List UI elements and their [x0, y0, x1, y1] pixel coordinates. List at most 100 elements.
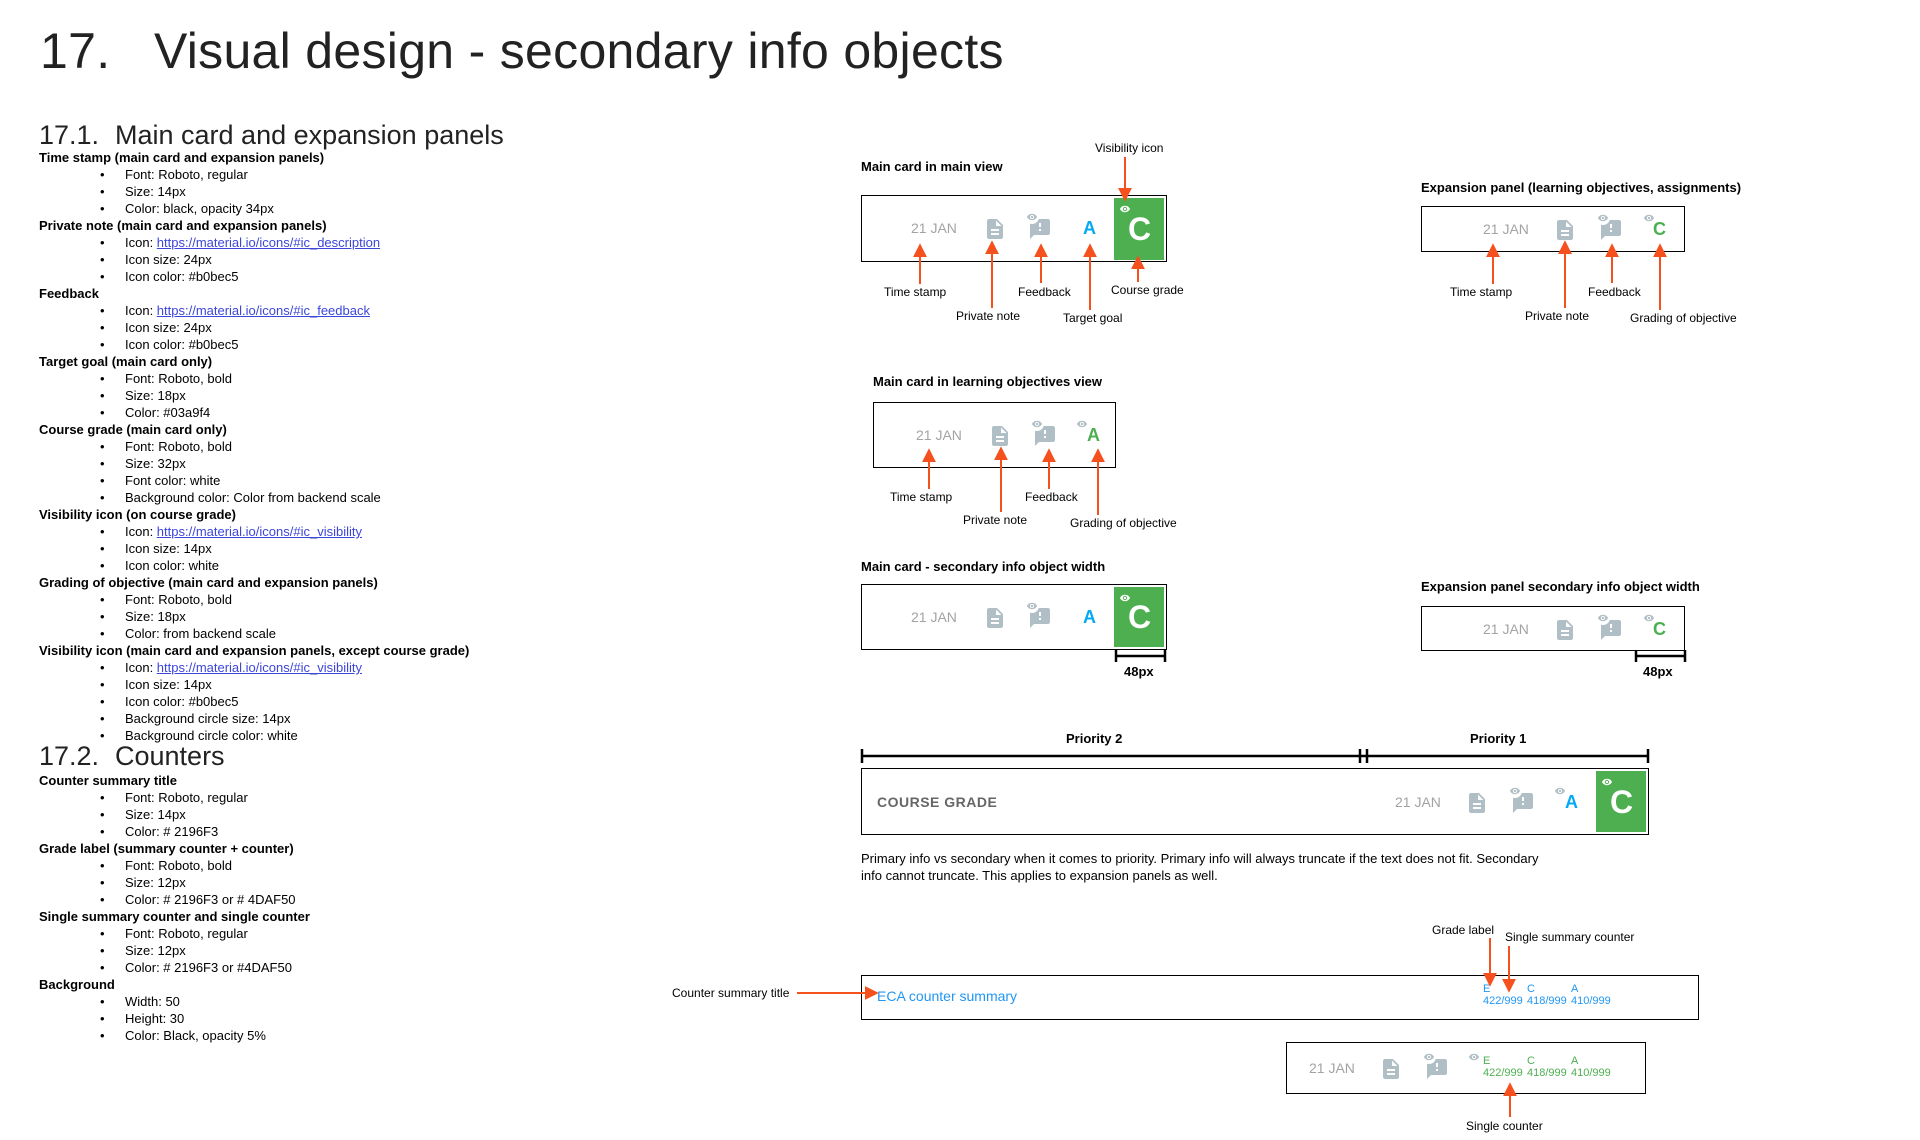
spec-heading: Time stamp (main card and expansion pane… — [39, 150, 325, 165]
expansion-panel-card: 21 JAN C — [1421, 206, 1685, 252]
priority-note-line: info cannot truncate. This applies to ex… — [861, 868, 1218, 883]
label-private-note: Private note — [963, 513, 1028, 527]
private-note-icon — [983, 606, 1007, 630]
spec-item: Color: # 2196F3 or #4DAF50 — [100, 959, 310, 976]
section-title: Main card and expansion panels — [115, 120, 504, 150]
timestamp: 21 JAN — [1395, 794, 1441, 810]
course-grade-tile: C — [1596, 771, 1646, 832]
icon-link[interactable]: https://material.io/icons/#ic_feedback — [156, 303, 370, 318]
spec-list-counters: Counter summary titleFont: Roboto, regul… — [39, 772, 310, 1044]
course-grade-title: COURSE GRADE — [877, 794, 998, 810]
label-private-note: Private note — [1525, 309, 1590, 323]
spec-heading: Course grade (main card only) — [39, 422, 227, 437]
spec-item: Size: 32px — [100, 455, 469, 472]
spec-item: Font: Roboto, bold — [100, 591, 469, 608]
label-timestamp: Time stamp — [890, 490, 953, 504]
spec-item: Icon color: #b0bec5 — [100, 336, 469, 353]
spec-item: Color: #03a9f4 — [100, 404, 469, 421]
main-card-main-view: 21 JAN A C — [861, 195, 1167, 262]
grade-label: C — [1527, 983, 1535, 995]
spec-heading: Single summary counter and single counte… — [39, 909, 310, 924]
page-title-text: Visual design - secondary info objects — [154, 23, 1004, 79]
label-feedback: Feedback — [1588, 285, 1641, 299]
section-title: Counters — [115, 741, 225, 771]
spec-items: Font: Roboto, regularSize: 14pxColor: bl… — [39, 166, 469, 217]
spec-item: Font: Roboto, regular — [100, 925, 310, 942]
spec-heading: Grade label (summary counter + counter) — [39, 841, 294, 856]
icon-link[interactable]: https://material.io/icons/#ic_descriptio… — [156, 235, 381, 250]
visibility-icon — [1025, 599, 1039, 613]
spec-heading: Visibility icon (on course grade) — [39, 507, 236, 522]
page-title-number: 17. — [40, 23, 111, 79]
target-goal: A — [1083, 218, 1096, 238]
counter-value: 410/999 — [1571, 995, 1611, 1007]
section-number: 17.1. — [39, 120, 100, 150]
spec-heading: Feedback — [39, 286, 99, 301]
label-single-summary-counter: Single summary counter — [1505, 930, 1635, 944]
spec-items: Width: 50Height: 30Color: Black, opacity… — [39, 993, 310, 1044]
course-grade-priority-card: COURSE GRADE 21 JAN A C — [861, 768, 1649, 835]
counter-value: 410/999 — [1571, 1067, 1611, 1079]
spec-item: Icon size: 24px — [100, 251, 469, 268]
private-note-icon — [988, 424, 1012, 448]
section-heading-counters: 17.2.Counters — [39, 741, 225, 772]
label-feedback: Feedback — [1018, 285, 1071, 299]
spec-item: Font: Roboto, bold — [100, 438, 469, 455]
spec-items: Font: Roboto, boldSize: 12pxColor: # 219… — [39, 857, 310, 908]
measure-48px-exp: 48px — [1643, 664, 1673, 679]
spec-item: Height: 30 — [100, 1010, 310, 1027]
spec-item: Icon color: #b0bec5 — [100, 693, 469, 710]
spec-item: Background color: Color from backend sca… — [100, 489, 469, 506]
spec-items: Font: Roboto, boldSize: 18pxColor: from … — [39, 591, 469, 642]
target-goal: A — [1565, 792, 1578, 812]
label-single-counter: Single counter — [1466, 1119, 1543, 1133]
diagram-title-main-view: Main card in main view — [861, 159, 1003, 174]
diagram-title-lo-view: Main card in learning objectives view — [873, 374, 1103, 389]
spec-item: Color: # 2196F3 or # 4DAF50 — [100, 891, 310, 908]
label-priority-2: Priority 2 — [1066, 731, 1123, 746]
icon-link[interactable]: https://material.io/icons/#ic_visibility — [156, 524, 362, 539]
counter-value: 422/999 — [1483, 1067, 1523, 1079]
private-note-icon — [1553, 618, 1577, 642]
spec-items: Icon: https://material.io/icons/#ic_visi… — [39, 523, 469, 574]
spec-item: Color: from backend scale — [100, 625, 469, 642]
grade-label: A — [1571, 983, 1579, 995]
spec-item: Icon size: 14px — [100, 540, 469, 557]
objective-grade: C — [1653, 219, 1666, 239]
label-visibility-icon: Visibility icon — [1095, 141, 1164, 155]
grade-label: A — [1571, 1055, 1579, 1067]
visibility-icon — [1596, 611, 1610, 625]
course-grade: C — [1128, 599, 1152, 635]
spec-item: Font: Roboto, regular — [100, 166, 469, 183]
counter-value: 422/999 — [1483, 995, 1523, 1007]
spec-item: Icon color: #b0bec5 — [100, 268, 469, 285]
visibility-icon — [1030, 417, 1044, 431]
page-title: 17. Visual design - secondary info object… — [40, 22, 1004, 80]
spec-items: Font: Roboto, boldSize: 18pxColor: #03a9… — [39, 370, 469, 421]
spec-item: Icon size: 24px — [100, 319, 469, 336]
visibility-icon — [1422, 1050, 1436, 1064]
spec-item: Icon: https://material.io/icons/#ic_desc… — [100, 234, 469, 251]
timestamp: 21 JAN — [911, 609, 957, 625]
label-grading-objective: Grading of objective — [1630, 311, 1737, 325]
diagram-title-width-main: Main card - secondary info object width — [861, 559, 1106, 574]
icon-link[interactable]: https://material.io/icons/#ic_visibility — [156, 660, 362, 675]
spec-items: Icon: https://material.io/icons/#ic_visi… — [39, 659, 469, 744]
objective-grade: C — [1653, 619, 1666, 639]
timestamp: 21 JAN — [1483, 221, 1529, 237]
label-target-goal: Target goal — [1063, 311, 1123, 325]
spec-heading: Grading of objective (main card and expa… — [39, 575, 378, 590]
spec-item: Size: 18px — [100, 387, 469, 404]
course-grade-tile: C — [1114, 198, 1164, 260]
spec-item: Icon color: white — [100, 557, 469, 574]
spec-items: Icon: https://material.io/icons/#ic_desc… — [39, 234, 469, 285]
course-grade-tile: C — [1114, 587, 1164, 647]
objective-grade: A — [1087, 425, 1100, 445]
spec-item: Color: # 2196F3 — [100, 823, 310, 840]
spec-heading: Target goal (main card only) — [39, 354, 213, 369]
